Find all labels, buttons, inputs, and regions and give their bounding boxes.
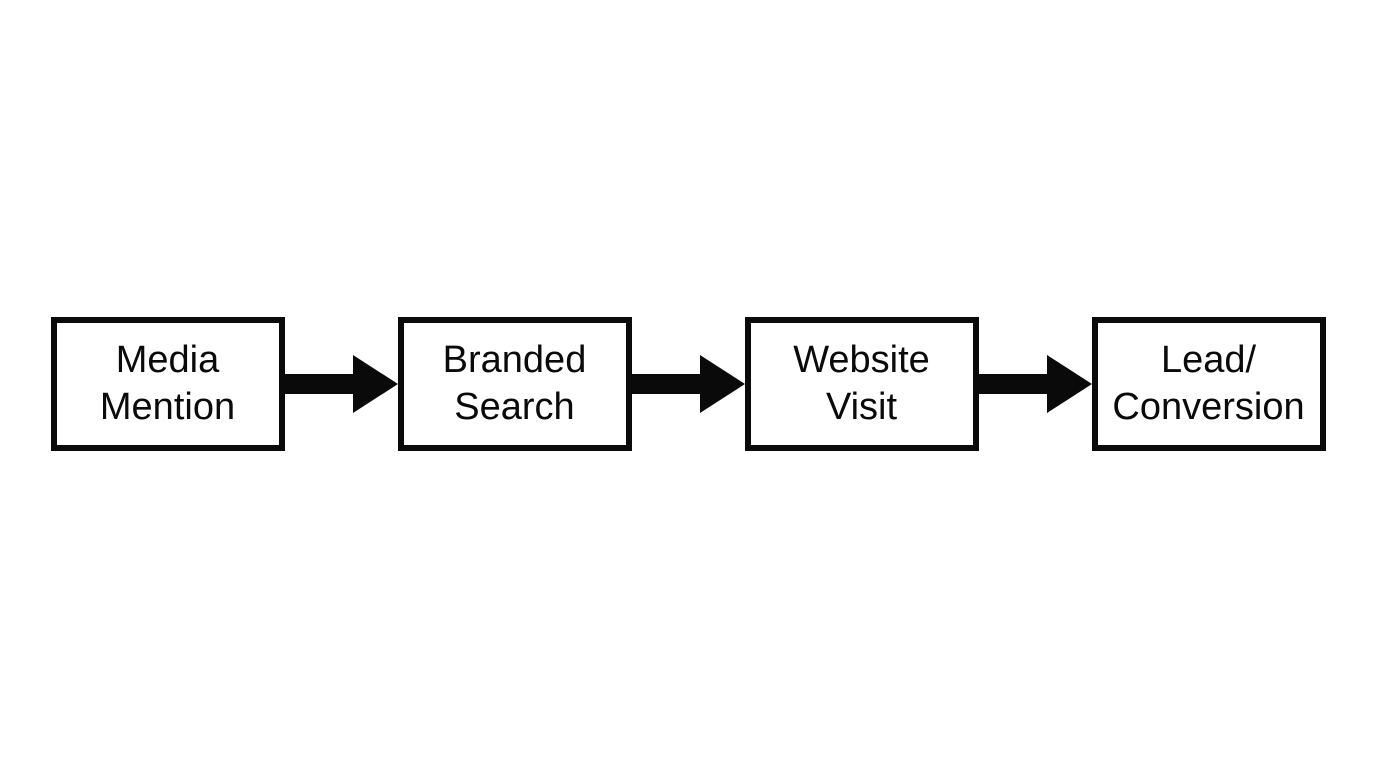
flow-step-lead-conversion: Lead/ Conversion: [1091, 317, 1326, 451]
arrow-right-icon: [978, 355, 1092, 413]
arrow-right-icon: [631, 355, 745, 413]
flow-step-label: Media Mention: [99, 339, 236, 428]
flowchart: Media Mention Branded Search Website Vis…: [50, 317, 1326, 451]
arrow-right-icon: [284, 355, 398, 413]
flow-step-label: Branded Search: [442, 339, 587, 428]
flow-step-label: Lead/ Conversion: [1112, 339, 1305, 428]
flow-step-label: Website Visit: [793, 339, 930, 428]
flow-step-branded-search: Branded Search: [397, 317, 632, 451]
flow-step-media-mention: Media Mention: [50, 317, 285, 451]
flow-step-website-visit: Website Visit: [744, 317, 979, 451]
